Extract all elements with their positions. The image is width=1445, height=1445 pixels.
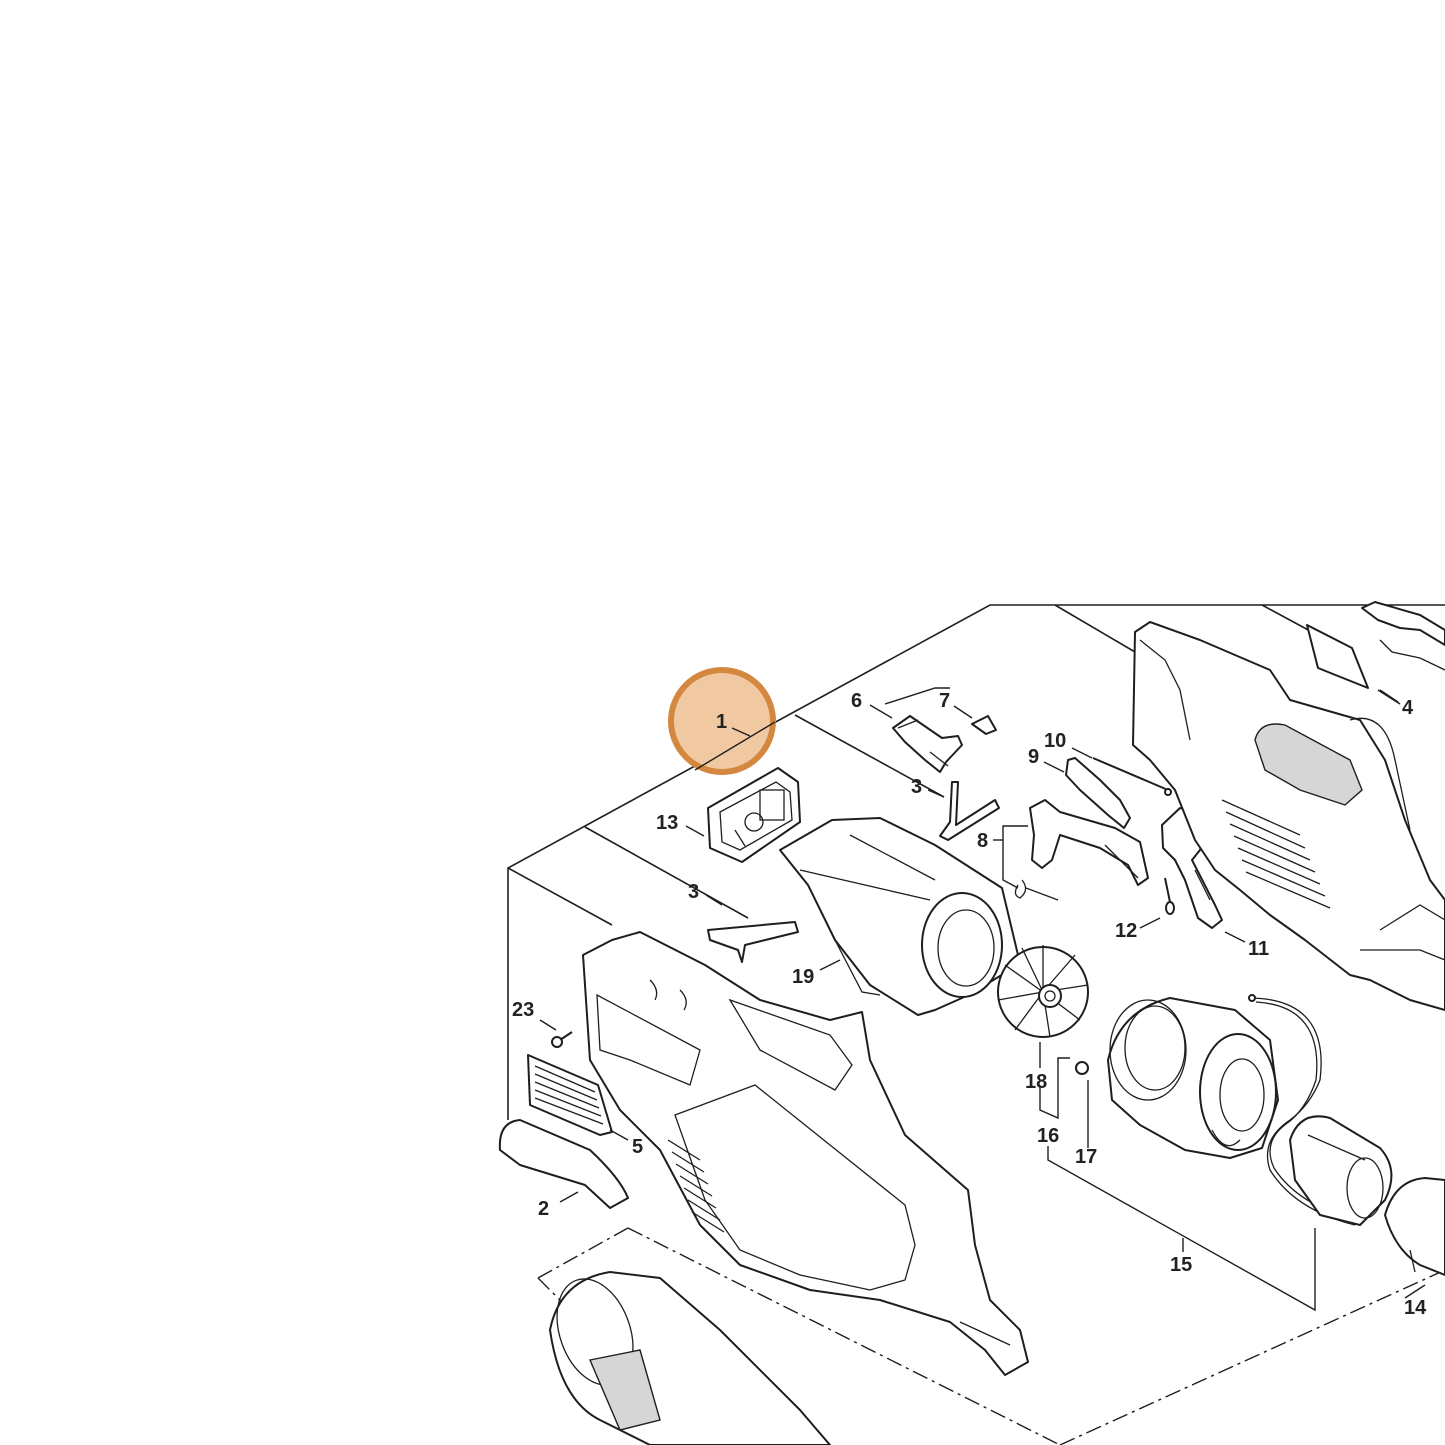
motor-housing bbox=[1107, 997, 1279, 1159]
nut-part bbox=[1075, 1061, 1089, 1075]
label-part-2: 2 bbox=[538, 1198, 549, 1220]
nozzle-part bbox=[498, 1119, 629, 1209]
label-part-18: 18 bbox=[1025, 1071, 1047, 1093]
rear-piece bbox=[1384, 1177, 1445, 1276]
label-part-7: 7 bbox=[939, 690, 950, 712]
blow-tube bbox=[549, 1271, 831, 1445]
label-part-1: 1 bbox=[716, 711, 727, 733]
leader-lines bbox=[539, 687, 1426, 1312]
label-part-12: 12 bbox=[1115, 920, 1137, 942]
label-part-3-upper: 3 bbox=[911, 776, 922, 798]
label-part-16: 16 bbox=[1037, 1125, 1059, 1147]
switch-slider bbox=[892, 715, 963, 773]
strip-upper bbox=[939, 781, 1000, 841]
label-part-19: 19 bbox=[792, 966, 814, 988]
top-bracket bbox=[1361, 601, 1445, 671]
label-part-17: 17 bbox=[1075, 1146, 1097, 1168]
electronic-module bbox=[707, 767, 801, 863]
strip-lower bbox=[707, 921, 799, 963]
label-plate bbox=[1306, 624, 1369, 689]
rod-part bbox=[1092, 757, 1172, 796]
label-part-23: 23 bbox=[512, 999, 534, 1021]
small-clip bbox=[971, 715, 997, 735]
motor-cable bbox=[1248, 994, 1393, 1226]
left-housing-shell bbox=[582, 931, 1029, 1376]
screw-part bbox=[551, 1031, 573, 1048]
fan-impeller bbox=[997, 945, 1089, 1038]
label-part-10: 10 bbox=[1044, 730, 1066, 752]
label-part-14: 14 bbox=[1404, 1297, 1427, 1319]
right-housing-shell bbox=[1132, 621, 1445, 1011]
label-part-4: 4 bbox=[1402, 697, 1414, 719]
label-part-5: 5 bbox=[632, 1136, 643, 1158]
label-part-6: 6 bbox=[851, 690, 862, 712]
pin-part bbox=[1164, 877, 1175, 915]
label-part-3-lower: 3 bbox=[688, 881, 699, 903]
fan-housing bbox=[779, 817, 1019, 1016]
cover-plate bbox=[1065, 757, 1131, 829]
label-part-11: 11 bbox=[1248, 938, 1269, 960]
label-part-13: 13 bbox=[656, 812, 678, 834]
label-part-8: 8 bbox=[977, 830, 988, 852]
highlight-marker bbox=[668, 667, 776, 775]
label-part-9: 9 bbox=[1028, 746, 1039, 768]
part-number-labels: 1 2 3 3 4 5 6 7 8 9 10 11 12 13 14 15 16… bbox=[512, 690, 1427, 1319]
label-part-15: 15 bbox=[1170, 1254, 1192, 1276]
grille-part bbox=[527, 1054, 613, 1136]
trigger-lever bbox=[1014, 799, 1149, 901]
